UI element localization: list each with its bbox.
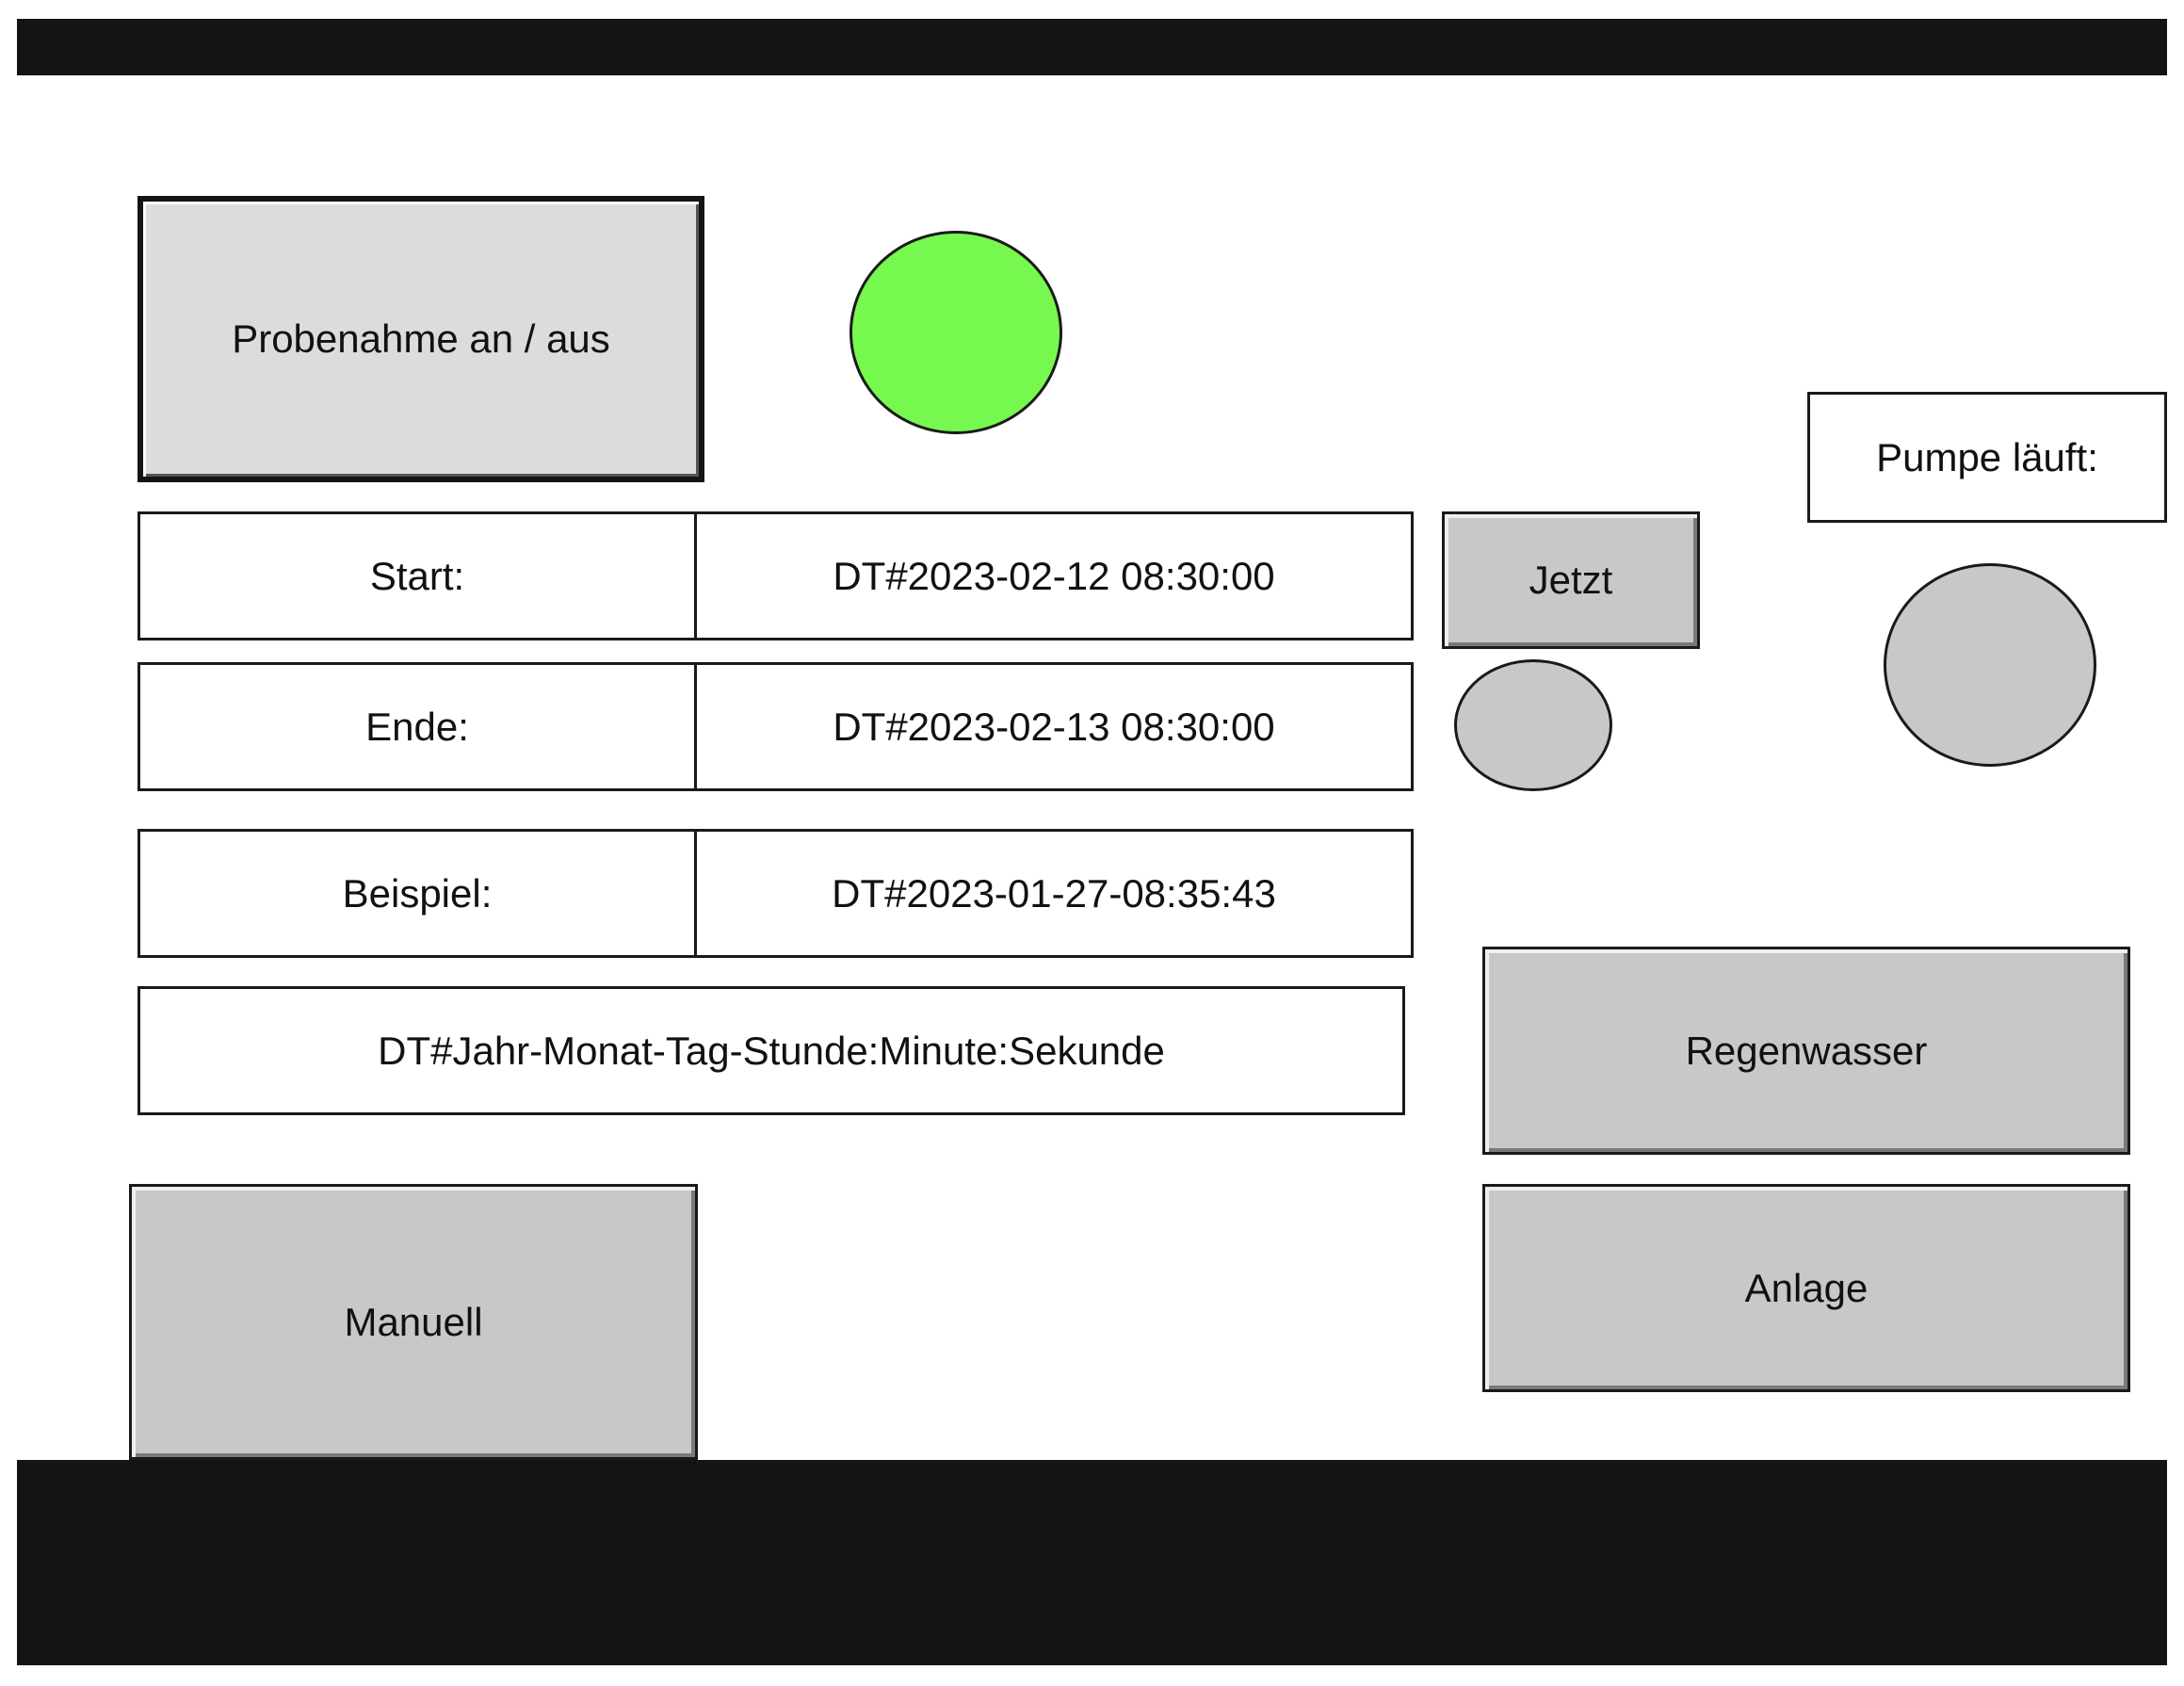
example-datetime-cell: DT#2023-01-27-08:35:43 [694,829,1414,958]
end-label: Ende: [365,704,469,749]
example-label-cell: Beispiel: [138,829,697,958]
start-datetime-value: DT#2023-02-12 08:30:00 [833,553,1275,598]
top-bar [17,19,2167,75]
end-datetime-value: DT#2023-02-13 08:30:00 [833,704,1275,749]
start-label-cell: Start: [138,511,697,640]
example-datetime-value: DT#2023-01-27-08:35:43 [832,870,1276,916]
now-button-label: Jetzt [1529,558,1613,602]
plant-button-label: Anlage [1744,1265,1869,1310]
rainwater-button[interactable]: Regenwasser [1482,947,2130,1155]
sampling-toggle-label: Probenahme an / aus [232,316,610,361]
bottom-bar [17,1460,2167,1665]
sampling-status-lamp [849,231,1062,434]
sampling-toggle-button[interactable]: Probenahme an / aus [138,196,704,482]
pump-label: Pumpe läuft: [1876,434,2098,479]
manual-button-label: Manuell [344,1299,483,1344]
pump-label-box: Pumpe läuft: [1807,392,2167,523]
manual-button[interactable]: Manuell [129,1184,698,1460]
plant-button[interactable]: Anlage [1482,1184,2130,1392]
now-status-lamp [1454,659,1612,791]
rainwater-button-label: Regenwasser [1685,1028,1928,1073]
end-datetime-field[interactable]: DT#2023-02-13 08:30:00 [694,662,1414,791]
pump-status-lamp [1884,563,2096,767]
end-label-cell: Ende: [138,662,697,791]
example-label: Beispiel: [342,870,493,916]
format-hint-box: DT#Jahr-Monat-Tag-Stunde:Minute:Sekunde [138,986,1405,1115]
format-hint-text: DT#Jahr-Monat-Tag-Stunde:Minute:Sekunde [378,1028,1165,1073]
now-button[interactable]: Jetzt [1442,511,1700,649]
start-label: Start: [369,553,465,598]
start-datetime-field[interactable]: DT#2023-02-12 08:30:00 [694,511,1414,640]
